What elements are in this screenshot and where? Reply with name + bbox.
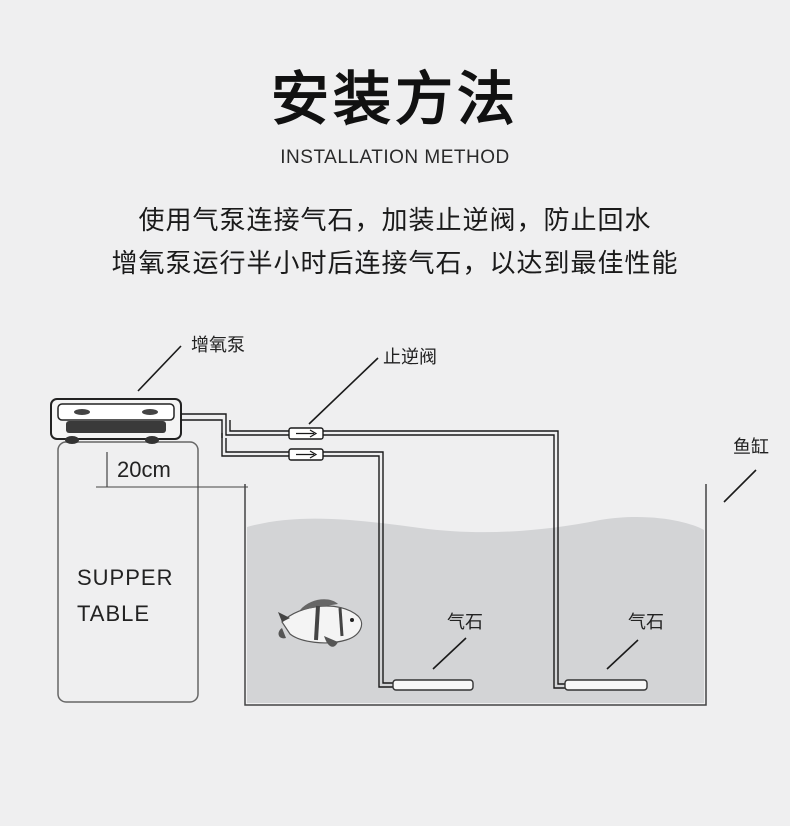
check-valve-upper [288,427,324,440]
fish-tank [244,484,707,706]
pump-leader-line [137,345,182,392]
air-pump [50,398,182,444]
height-label: 20cm [117,457,171,482]
page-subtitle: INSTALLATION METHOD [280,147,510,168]
air-tubing [181,413,566,689]
stone-right-leader-line [606,639,639,670]
description-line-1: 使用气泵连接气石，加装止逆阀，防止回水 [138,206,652,236]
page-title: 安装方法 [270,65,519,133]
tank-label: 鱼缸 [733,437,769,458]
air-stone-label-2: 气石 [628,612,664,633]
check-valve-label: 止逆阀 [383,347,437,368]
check-valve-lower [288,448,324,461]
table-label-line-2: TABLE [77,601,151,626]
table-label-line-1: SUPPER [77,565,174,590]
air-stone-right [564,679,648,691]
pump-label: 增氧泵 [191,335,245,356]
description-line-2: 增氧泵运行半小时后连接气石，以达到最佳性能 [111,249,679,279]
tank-leader-line [723,469,757,503]
supper-table [57,441,199,703]
valve-leader-line [308,357,379,425]
air-stone-left [392,679,474,691]
air-stone-label-1: 气石 [447,612,483,633]
clownfish-illustration [278,599,363,647]
tank-water [247,517,704,703]
stone-left-leader-line [432,637,467,670]
